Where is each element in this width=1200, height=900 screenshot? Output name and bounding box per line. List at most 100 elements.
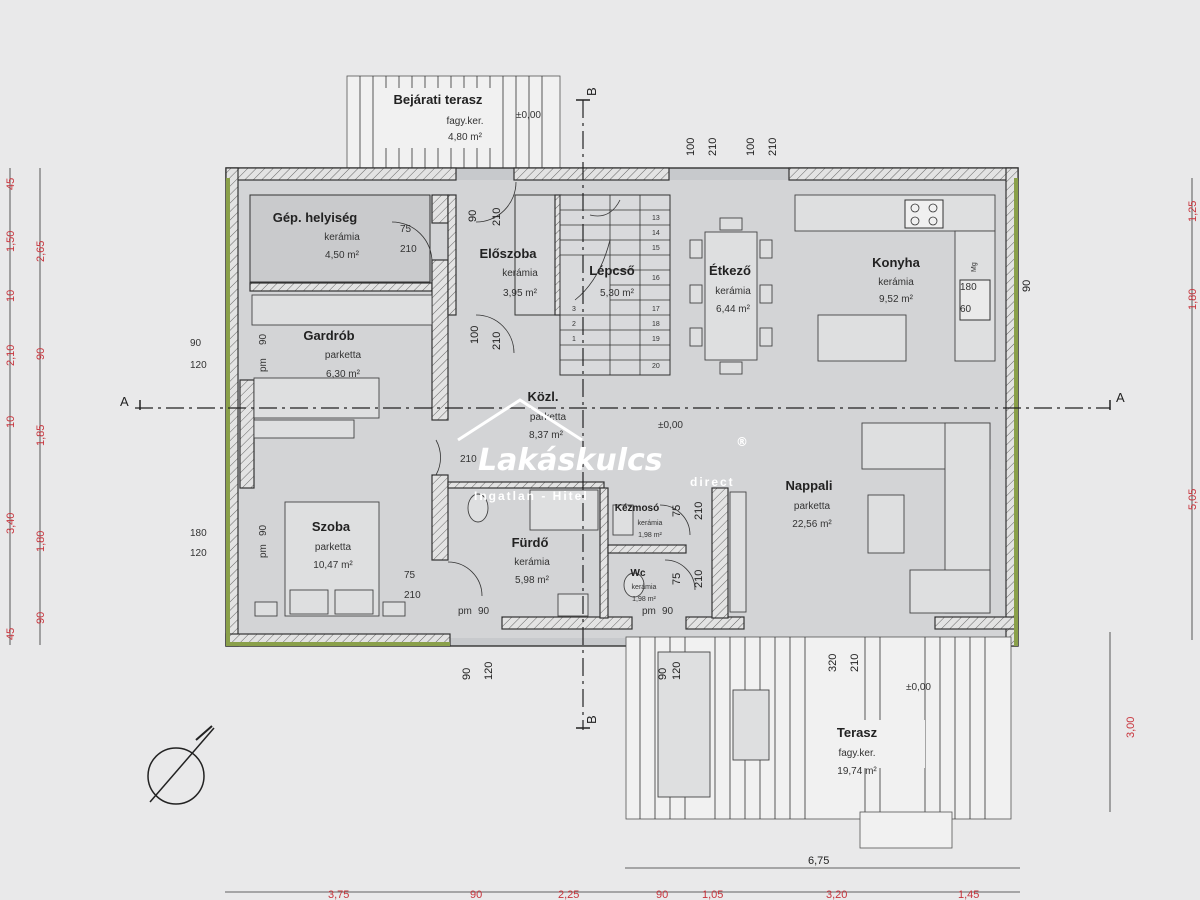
stair-step: 19: [652, 336, 660, 343]
dim-left-7: 1,85: [35, 425, 47, 446]
north-arrow: [147, 725, 215, 805]
bejarati-terasz-area: 4,80 m²: [448, 132, 483, 143]
door-terasz-side-width: 90: [657, 668, 669, 680]
dim-right-2: 5,05: [1187, 489, 1199, 510]
stair-step: 13: [652, 215, 660, 222]
furdo-area: 5,98 m²: [515, 575, 550, 586]
furdo-name: Fürdő: [512, 535, 549, 550]
bejarati-terasz-name: Bejárati terasz: [394, 92, 483, 107]
dim-left-2: 2,65: [35, 241, 47, 262]
living-furniture: [729, 422, 991, 614]
wc-material: kerámia: [632, 584, 657, 591]
window-labels: 90 120 180 120: [190, 338, 207, 559]
dim-left-3: 10: [5, 290, 17, 302]
door-dimensions: 75 210 90 210 100 210 100 210 100 210 21…: [400, 138, 1033, 680]
konyha-material: kerámia: [878, 277, 914, 288]
stair-step: 20: [652, 363, 660, 370]
section-a-left-label: A: [120, 394, 129, 409]
dim-right-3: 3,00: [1125, 717, 1137, 738]
bottom-dimensions: 6,75 3,75 90 2,25 90 1,05 3,20 1,45: [328, 855, 979, 900]
door-swings: [391, 181, 696, 597]
dim-left-0: 45: [5, 178, 17, 190]
lepcso-area: 5,30 m²: [600, 288, 635, 299]
watermark-suffix: direct: [690, 475, 735, 489]
stair-step: 15: [652, 245, 660, 252]
kezmoso-area: 1,98 m²: [638, 532, 662, 539]
dimension-lines: [9, 168, 1193, 893]
wc-pm-value: 90: [662, 606, 674, 617]
wc-name: Wc: [631, 568, 646, 579]
door-top1-height: 210: [707, 138, 719, 156]
stair-step: 3: [572, 306, 576, 313]
right-window-90: 90: [1021, 280, 1033, 292]
dim-right-1: 1,80: [1187, 289, 1199, 310]
stair-step: 17: [652, 306, 660, 313]
kezmoso-material: kerámia: [638, 520, 663, 527]
bejarati-terasz-material: fagy.ker.: [446, 116, 483, 127]
gardrob-pm: pm: [258, 358, 269, 372]
door-wc-height: 210: [693, 570, 705, 588]
section-line-b: [576, 99, 590, 730]
watermark-reg: ®: [736, 435, 748, 449]
terasz-name: Terasz: [837, 725, 878, 740]
main-terrace: [625, 636, 1012, 849]
etkezo-material: kerámia: [715, 286, 751, 297]
section-a-right-label: A: [1116, 390, 1125, 405]
door-terasz-side-height: 120: [671, 662, 683, 680]
door-terasz-width: 320: [827, 654, 839, 672]
door-terasz-height: 210: [849, 654, 861, 672]
gep-helyiseg-material: kerámia: [324, 232, 360, 243]
door-bottom-width: 90: [461, 668, 473, 680]
eloszoba-area: 3,95 m²: [503, 288, 538, 299]
furdo-pm: pm: [458, 606, 472, 617]
eloszoba-material: kerámia: [502, 268, 538, 279]
kezmoso-name: Kézmosó: [615, 503, 659, 514]
dim-bottom-4: 1,05: [702, 889, 723, 900]
kitchen-counters: [794, 194, 996, 362]
dim-bottom-2: 2,25: [558, 889, 579, 900]
dim-terrace-width: 6,75: [808, 855, 829, 867]
nappali-name: Nappali: [786, 478, 833, 493]
door-top2-height: 210: [767, 138, 779, 156]
door-wc-width: 75: [671, 573, 683, 585]
wardrobe-furniture: [251, 294, 433, 439]
wc-area: 1,98 m²: [632, 596, 656, 603]
entrance-terrace: [346, 75, 561, 169]
section-line-a: [135, 400, 1111, 410]
door-bottom-height: 120: [483, 662, 495, 680]
gardrob-material: parketta: [325, 350, 362, 361]
gep-helyiseg-name: Gép. helyiség: [273, 210, 358, 225]
terasz-area: 19,74 m²: [837, 766, 877, 777]
dim-left-10: 90: [35, 612, 47, 624]
watermark-brand: Lakáskulcs: [478, 443, 663, 478]
konyha-name: Konyha: [872, 255, 920, 270]
staircase: [559, 194, 671, 376]
door-kez-width: 75: [671, 505, 683, 517]
door-gep-width: 75: [400, 224, 412, 235]
corridor-level: ±0,00: [658, 420, 683, 431]
dining-table: [689, 217, 773, 375]
stair-step: 14: [652, 230, 660, 237]
section-b-bottom-label: B: [584, 715, 599, 724]
etkezo-name: Étkező: [709, 263, 751, 278]
szoba-pm-value: 90: [258, 524, 269, 536]
dim-left-8: 3,40: [5, 513, 17, 534]
door-gep-height: 210: [400, 244, 417, 255]
szoba-name: Szoba: [312, 519, 351, 534]
dim-left-5: 90: [35, 348, 47, 360]
konyha-area: 9,52 m²: [879, 294, 914, 305]
nappali-area: 22,56 m²: [792, 519, 832, 530]
wc-pm: pm: [642, 606, 656, 617]
right-dimensions: 1,25 1,80 5,05 3,00: [1125, 201, 1199, 738]
dim-left-1: 1,50: [5, 231, 17, 252]
door-szoba-height: 210: [404, 590, 421, 601]
kozl-area: 8,37 m²: [529, 430, 564, 441]
etkezo-area: 6,44 m²: [716, 304, 751, 315]
eloszoba-name: Előszoba: [479, 246, 537, 261]
gardrob-name: Gardrób: [303, 328, 354, 343]
stair-step: 18: [652, 321, 660, 328]
door-top1-width: 100: [685, 138, 697, 156]
terasz-material: fagy.ker.: [838, 748, 875, 759]
interior-walls: [239, 194, 729, 619]
